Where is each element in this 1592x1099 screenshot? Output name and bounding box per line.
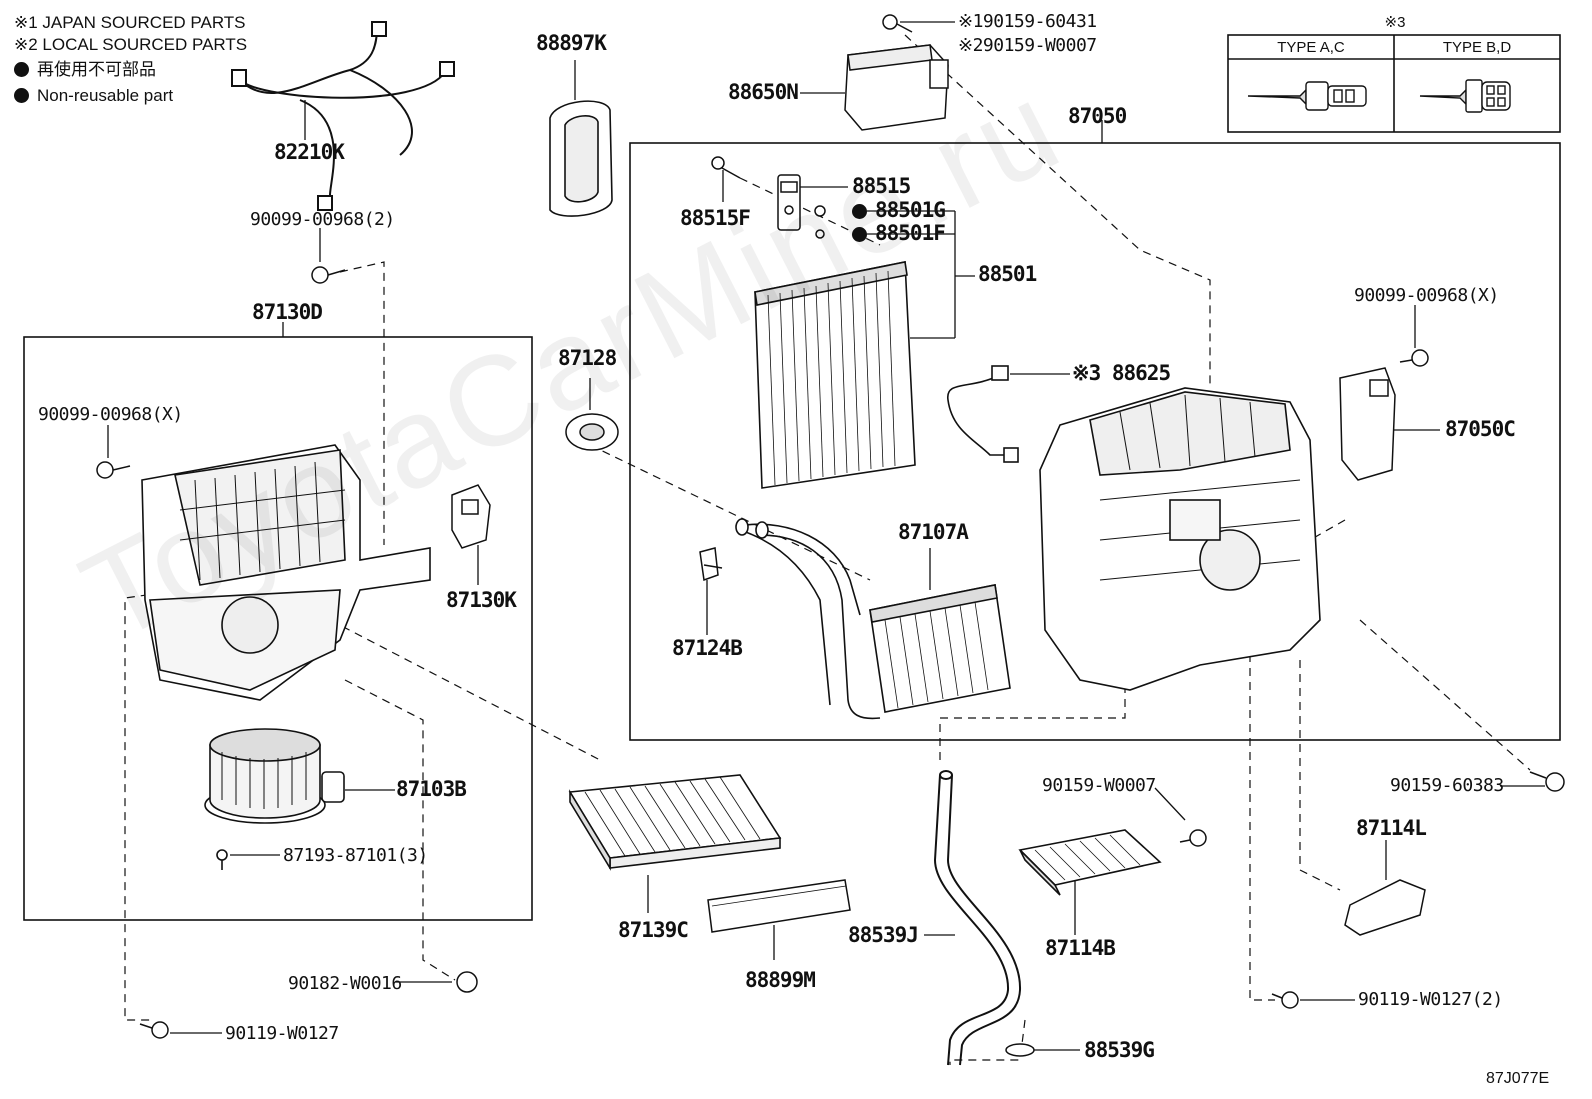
part-label-87050c[interactable]: 87050C (1445, 417, 1516, 441)
nonreusable-dot-icon (14, 62, 29, 77)
type-table-col1: TYPE A,C (1277, 39, 1345, 56)
actuator-87130k-drawing (451, 484, 491, 549)
panel-88899m-drawing (707, 879, 851, 933)
hvac-case-drawing (1039, 387, 1321, 691)
part-label-87103b[interactable]: 87103B (396, 777, 467, 801)
group-box-87050 (629, 142, 1561, 741)
nonreusable-dot-icon (852, 204, 867, 219)
ecu-88650n-drawing (844, 44, 949, 131)
part-label-82210k[interactable]: 82210K (274, 140, 345, 164)
legend-note-2: ※2 LOCAL SOURCED PARTS (14, 35, 248, 54)
part-label-90182-w0016[interactable]: 90182-W0016 (288, 973, 402, 994)
part-label-87124b[interactable]: 87124B (672, 636, 743, 660)
evaporator-drawing (754, 261, 916, 489)
heater-core-drawing (735, 518, 1011, 720)
part-label-87130d[interactable]: 87130D (252, 300, 323, 324)
part-label-87193-87101[interactable]: 87193-87101(3) (283, 845, 428, 866)
part-label-87128[interactable]: 87128 (558, 346, 617, 370)
part-label-88897k[interactable]: 88897K (536, 31, 607, 55)
part-label-87114b[interactable]: 87114B (1045, 936, 1116, 960)
part-label-90159-w0007-top[interactable]: ※290159-W0007 (958, 35, 1097, 56)
legend-nonreusable-en: Non-reusable part (14, 85, 173, 107)
ptc-heater-drawing (1018, 829, 1162, 896)
servo-87050c-drawing (1339, 367, 1396, 481)
group-box-87130d (23, 336, 533, 921)
nonreusable-dot-icon (14, 88, 29, 103)
part-label-90159-60383[interactable]: 90159-60383 (1390, 775, 1504, 796)
part-label-90099-00968-x-right[interactable]: 90099-00968(X) (1354, 285, 1499, 306)
part-label-88625[interactable]: ※3 88625 (1072, 361, 1171, 385)
part-label-88501[interactable]: 88501 (978, 262, 1037, 286)
connector-type-ac-icon (1247, 81, 1367, 111)
part-label-90099-00968-x-left[interactable]: 90099-00968(X) (38, 404, 183, 425)
bolt-icons (96, 14, 1565, 1057)
drain-hose-drawing (933, 770, 1022, 1066)
part-label-88899m[interactable]: 88899M (745, 968, 816, 992)
blower-housing-drawing (141, 444, 431, 701)
drawing-code: 87J077E (1486, 1070, 1550, 1087)
part-label-88515[interactable]: 88515 (852, 174, 911, 198)
part-label-87114l[interactable]: 87114L (1356, 816, 1427, 840)
cover-88897k-drawing (549, 100, 613, 217)
cabin-filter-drawing (568, 774, 782, 871)
nonreusable-dot-icon (852, 227, 867, 242)
grommet-87128-drawing (565, 413, 619, 451)
part-label-90119-w0127-left[interactable]: 90119-W0127 (225, 1023, 339, 1044)
sensor-88625-drawing (947, 365, 1019, 463)
part-label-87107a[interactable]: 87107A (898, 520, 969, 544)
legend-nonreusable-jp: 再使用不可部品 (14, 59, 156, 81)
legend-note-1: ※1 JAPAN SOURCED PARTS (14, 13, 246, 32)
expansion-valve-drawing (777, 174, 801, 231)
part-label-90159-60431[interactable]: ※190159-60431 (958, 11, 1097, 32)
part-label-87050[interactable]: 87050 (1068, 104, 1127, 128)
part-label-88539g[interactable]: 88539G (1084, 1038, 1155, 1062)
part-label-87139c[interactable]: 87139C (618, 918, 689, 942)
part-label-88501f[interactable]: 88501F (852, 223, 946, 244)
type-table-col2: TYPE B,D (1442, 39, 1512, 56)
wire-harness-82210k-drawing (231, 21, 455, 211)
part-label-90159-w0007[interactable]: 90159-W0007 (1042, 775, 1156, 796)
clip-87124b-drawing (699, 547, 723, 582)
part-label-88650n[interactable]: 88650N (728, 80, 799, 104)
part-label-90099-00968-2[interactable]: 90099-00968(2) (250, 209, 395, 230)
part-label-87130k[interactable]: 87130K (446, 588, 517, 612)
part-label-88539j[interactable]: 88539J (848, 923, 919, 947)
part-label-88501g[interactable]: 88501G (852, 200, 946, 221)
connector-type-bd-icon (1419, 79, 1511, 113)
blower-motor-drawing (204, 728, 345, 870)
part-label-90119-w0127-2[interactable]: 90119-W0127(2) (1358, 989, 1503, 1010)
bracket-87114l-drawing (1344, 879, 1426, 936)
part-label-88515f[interactable]: 88515F (680, 206, 751, 230)
type-table-mark: ※3 (1384, 14, 1406, 31)
